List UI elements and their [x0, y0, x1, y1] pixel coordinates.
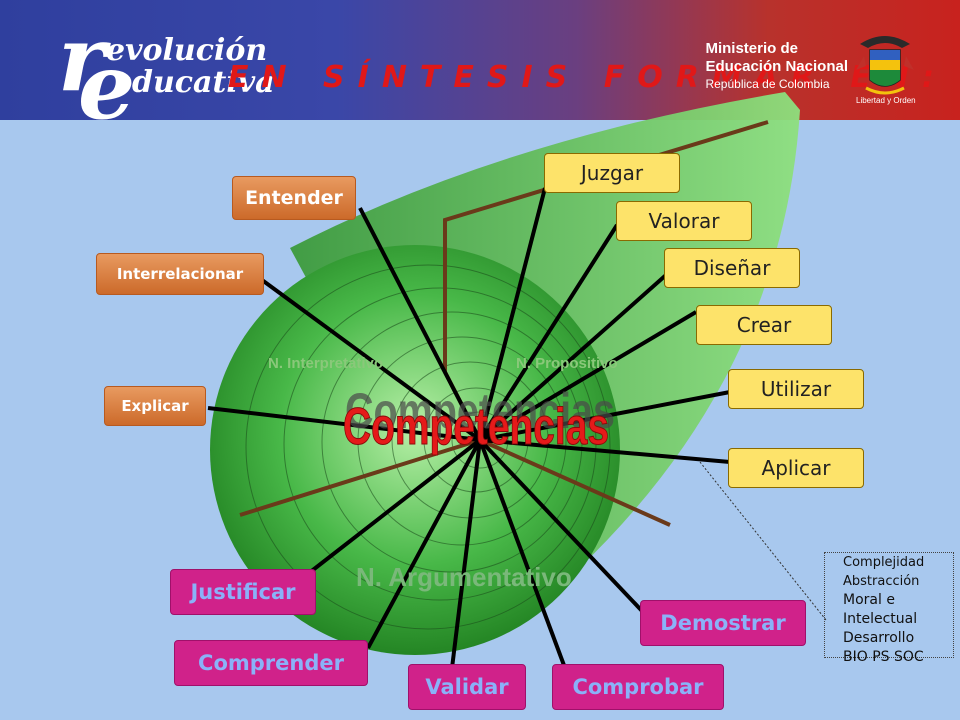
center-label: Competencias [343, 398, 609, 456]
ministry-line2: Educación Nacional [705, 58, 848, 75]
box-justificar: Justificar [170, 569, 316, 615]
concentric-rings [245, 264, 611, 630]
box-validar: Validar [408, 664, 526, 710]
box-comprender: Comprender [174, 640, 368, 686]
ministry-line3: República de Colombia [705, 77, 830, 91]
sector-label-propositivo: N. Propositivo [516, 355, 618, 372]
connector-lines [207, 187, 731, 669]
box-interrelacionar: Interrelacionar [96, 253, 264, 295]
sector-label-argumentativo: N. Argumentativo [356, 562, 572, 592]
legend-line: BIO PS SOC [843, 649, 924, 665]
legend-line: Intelectual [843, 611, 918, 627]
box-juzgar: Juzgar [544, 153, 680, 193]
crest-motto: Libertad y Orden [856, 96, 916, 105]
center-label-shadow: Competencias [345, 383, 615, 439]
ministry-line1: Ministerio de [705, 40, 798, 57]
box-aplicar: Aplicar [728, 448, 864, 488]
colombia-coat-of-arms-icon [856, 36, 914, 95]
legend-line: Moral e [843, 592, 895, 608]
ministry-logo-text: Ministerio de Educación Nacional Repúbli… [705, 40, 848, 92]
box-entender: Entender [232, 176, 356, 220]
legend-line: Complejidad [843, 555, 925, 570]
logo-letter-e: e [78, 34, 136, 140]
legend-line: Abstracción [843, 574, 920, 589]
sphere [210, 245, 620, 655]
box-crear: Crear [696, 305, 832, 345]
header-banner: r e evolución ducativa EN SÍNTESIS FORMA… [0, 0, 960, 132]
legend-pointer [699, 461, 827, 621]
box-utilizar: Utilizar [728, 369, 864, 409]
revolucion-educativa-logo: r e evolución ducativa [48, 14, 278, 132]
box-comprobar: Comprobar [552, 664, 724, 710]
legend-line: Desarrollo [843, 630, 915, 646]
logo-letter-r: r [58, 6, 106, 112]
sector-label-interpretativo: N. Interpretativo [268, 355, 383, 372]
box-valorar: Valorar [616, 201, 752, 241]
box-demostrar: Demostrar [640, 600, 806, 646]
logo-line2: ducativa [132, 65, 275, 100]
box-disenar: Diseñar [664, 248, 800, 288]
logo-line1: evolución [106, 33, 268, 68]
legend-box: Complejidad Abstracción Moral e Intelect… [824, 552, 954, 665]
page-title: EN SÍNTESIS FORMAR EN: [228, 60, 948, 95]
box-explicar: Explicar [104, 386, 206, 426]
